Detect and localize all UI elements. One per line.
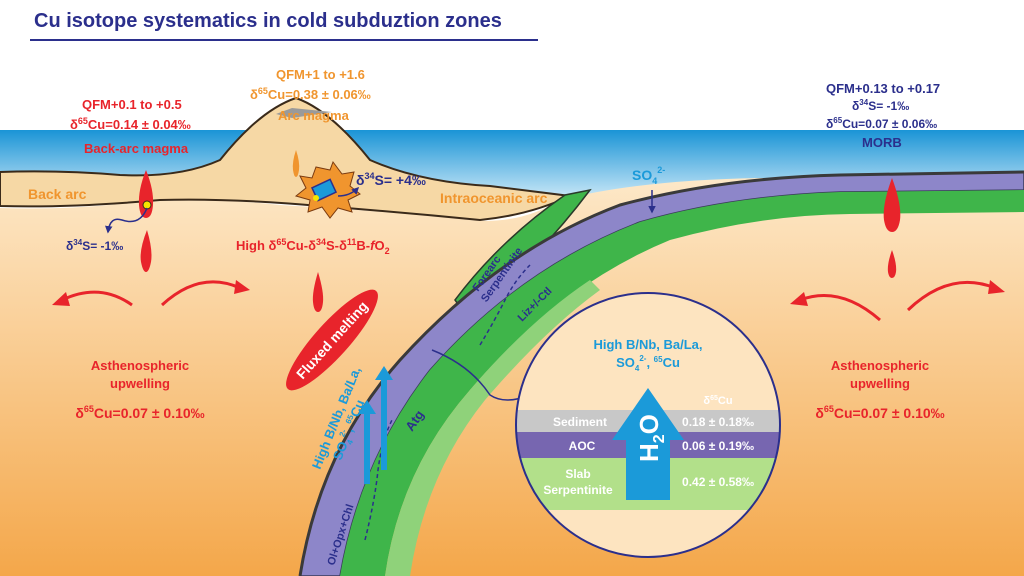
back-arc-melt-drop	[140, 230, 152, 272]
back-arc-sulfur-arrow	[105, 207, 148, 234]
aoc-label: AOC	[569, 439, 596, 453]
morb-melt-drop	[887, 250, 897, 278]
upwelling-arrowhead-left-a	[52, 292, 70, 306]
asthenosphere-right-cu: δ65Cu=0.07 ± 0.10‰	[815, 404, 944, 421]
fluxed-melting-zone	[286, 289, 378, 391]
upwelling-arrow-left-b	[160, 280, 241, 307]
sulfate-label: SO42-	[632, 165, 665, 186]
arc-magma-label: Arc magma	[278, 108, 350, 123]
upwelling-arrowhead-right-b	[988, 280, 1005, 294]
sediment-label: Sediment	[553, 415, 607, 429]
asthenosphere-left-cu: δ65Cu=0.07 ± 0.10‰	[75, 404, 204, 421]
magma-chamber-crystal	[310, 178, 338, 202]
arc-sulfide-dot	[313, 195, 319, 201]
upwelling-arrowhead-right-a	[790, 292, 808, 306]
back-arc-sulfide-dot	[142, 200, 152, 210]
dehydration-path-shallow	[479, 264, 531, 346]
morb-cu-isotope: δ65Cu=0.07 ± 0.06‰	[826, 116, 937, 131]
arc-sulfur-isotope: δ34S= +4‰	[356, 171, 426, 188]
h2o-label: H2O	[634, 414, 668, 462]
back-arc-label: Back arc	[28, 186, 87, 202]
arc-melt-drop	[312, 272, 324, 312]
intraoceanic-arc-label: Intraoceanic arc	[440, 190, 548, 206]
inset-line2: SO42-, 65Cu	[616, 354, 680, 373]
inset-zoom	[515, 292, 781, 558]
back-arc-sulfur-isotope: δ34S= -1‰	[66, 238, 123, 253]
asthenosphere-right-line1: Asthenospheric	[831, 358, 929, 373]
h2o-arrow	[612, 388, 684, 500]
arc-sulfur-arrow	[337, 186, 360, 197]
morb-sulfur-isotope: δ34S= -1‰	[852, 98, 909, 113]
arc-magma-ascent-drop	[292, 150, 300, 177]
slab-serpentinite-label-line1: Slab	[565, 467, 590, 481]
upwelling-arrowhead-left-b	[234, 280, 250, 294]
upwelling-arrow-right-b	[906, 280, 996, 312]
page-title: Cu isotope systematics in cold subduztio…	[34, 10, 502, 32]
asthenosphere-right-line2: upwelling	[850, 376, 910, 391]
morb-fo2: QFM+0.13 to +0.17	[826, 81, 940, 96]
morb-magma-drop	[883, 178, 901, 232]
back-arc-cu-isotope: δ65Cu=0.14 ± 0.04‰	[70, 116, 191, 132]
arc-magma-plume	[276, 108, 332, 118]
fluid-arrow-left	[358, 400, 376, 484]
asthenosphere-left-line1: Asthenospheric	[91, 358, 189, 373]
arc-fo2: QFM+1 to +1.6	[276, 67, 365, 82]
inset-connector	[431, 349, 531, 401]
slab-top-edge	[298, 170, 1024, 576]
back-arc-fo2: QFM+0.1 to +0.5	[82, 97, 182, 112]
arc-cu-isotope: δ65Cu=0.38 ± 0.06‰	[250, 86, 371, 102]
fluid-arrow-right	[375, 366, 393, 470]
inset-border	[515, 292, 781, 558]
aoc-value: 0.06 ± 0.19‰	[682, 439, 754, 453]
asthenosphere-left-line2: upwelling	[110, 376, 170, 391]
slab-serpentinite-label-line2: Serpentinite	[543, 483, 613, 497]
inset-line1: High B/Nb, Ba/La,	[593, 337, 702, 352]
high-signature-label: High δ65Cu-δ34S-δ11B-fO2	[236, 237, 390, 256]
morb-label: MORB	[862, 135, 902, 150]
back-arc-magma-label: Back-arc magma	[84, 141, 189, 156]
upwelling-arrow-left-a	[61, 290, 133, 307]
inset-column-header: δ65Cu	[703, 395, 732, 407]
atg-band	[385, 280, 600, 576]
slab-serpentinite-value: 0.42 ± 0.58‰	[682, 475, 754, 489]
upwelling-arrow-right-a	[799, 294, 881, 322]
sediment-value: 0.18 ± 0.18‰	[682, 415, 754, 429]
